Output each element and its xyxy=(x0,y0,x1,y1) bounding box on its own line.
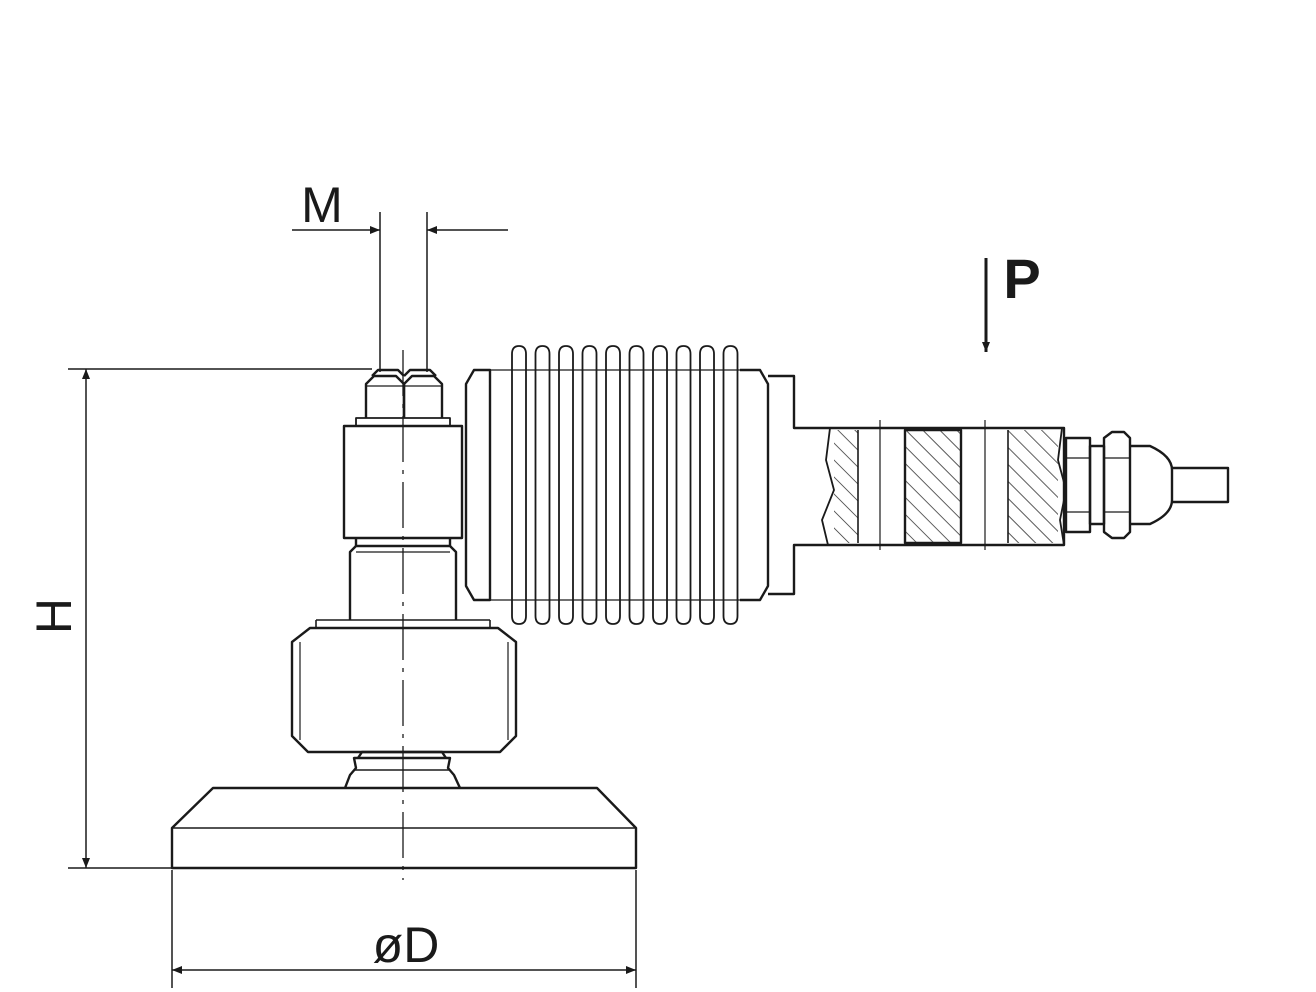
dimension-m xyxy=(292,212,508,372)
bellows-rib xyxy=(675,345,692,625)
bellows-rib xyxy=(699,345,715,625)
label-diameter: øD xyxy=(373,917,440,973)
rocker-foot xyxy=(290,619,518,789)
bellows-rib xyxy=(722,345,739,625)
label-thread: M xyxy=(301,177,343,233)
bellows-rib xyxy=(511,345,527,625)
cable xyxy=(1172,466,1230,504)
bellows-rib xyxy=(581,345,598,625)
label-force: P xyxy=(1003,247,1040,310)
bellows-body xyxy=(464,345,770,625)
bellows-rib xyxy=(558,345,574,625)
hex-nuts xyxy=(364,368,444,418)
bellows-ribs xyxy=(511,345,739,625)
cable-gland xyxy=(1064,430,1174,540)
dimension-h xyxy=(68,368,372,869)
label-height: H xyxy=(26,598,82,634)
sensor-beam xyxy=(768,374,1067,596)
bellows-rib xyxy=(628,345,645,625)
dimension-d xyxy=(171,870,637,988)
bellows-rib xyxy=(652,345,668,625)
bellows-rib xyxy=(605,345,621,625)
bellows-rib xyxy=(534,345,551,625)
base-plate xyxy=(170,786,638,870)
